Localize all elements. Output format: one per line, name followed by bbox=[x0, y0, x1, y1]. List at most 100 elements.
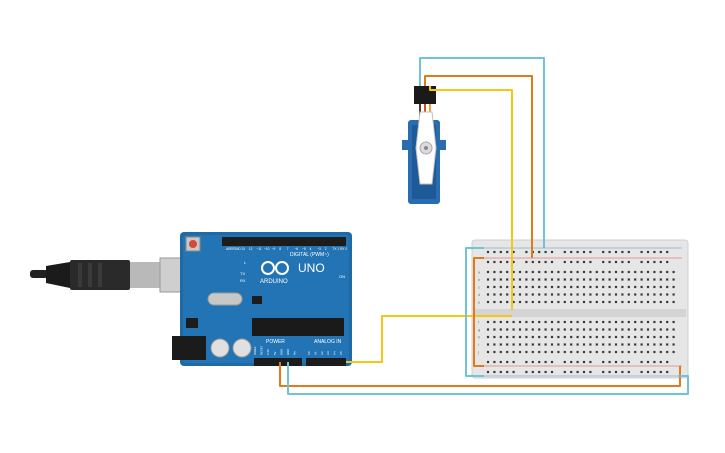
breadboard-hole[interactable] bbox=[518, 270, 522, 274]
breadboard-hole[interactable] bbox=[589, 293, 592, 296]
breadboard-hole[interactable] bbox=[646, 320, 650, 324]
breadboard-hole[interactable] bbox=[544, 370, 547, 374]
breadboard-hole[interactable] bbox=[634, 300, 637, 304]
breadboard-hole[interactable] bbox=[499, 270, 502, 274]
breadboard-hole[interactable] bbox=[582, 328, 586, 331]
breadboard-hole[interactable] bbox=[550, 320, 554, 324]
breadboard-hole[interactable] bbox=[538, 293, 541, 296]
breadboard-hole[interactable] bbox=[506, 285, 509, 289]
breadboard-hole[interactable] bbox=[614, 300, 618, 304]
breadboard-hole[interactable] bbox=[518, 335, 522, 339]
breadboard-hole[interactable] bbox=[499, 328, 502, 331]
breadboard-hole[interactable] bbox=[563, 360, 566, 364]
arduino-uno-board[interactable]: UNO ARDUINO DIGITAL (PWM~) POWER ANALOG … bbox=[172, 232, 352, 366]
breadboard-hole[interactable] bbox=[672, 343, 675, 346]
breadboard-hole[interactable] bbox=[493, 278, 496, 281]
breadboard-hole[interactable] bbox=[506, 360, 509, 364]
breadboard-hole[interactable] bbox=[518, 350, 522, 354]
breadboard-hole[interactable] bbox=[659, 370, 662, 374]
breadboard-hole[interactable] bbox=[499, 350, 502, 354]
breadboard-hole[interactable] bbox=[563, 278, 566, 281]
wire-rail-jumper-power[interactable] bbox=[473, 257, 484, 367]
breadboard-hole[interactable] bbox=[589, 270, 592, 274]
breadboard-hole[interactable] bbox=[544, 260, 547, 264]
breadboard-hole[interactable] bbox=[614, 285, 618, 289]
breadboard-hole[interactable] bbox=[576, 260, 579, 264]
breadboard-hole[interactable] bbox=[640, 250, 643, 254]
breadboard-hole[interactable] bbox=[550, 260, 554, 264]
breadboard-hole[interactable] bbox=[659, 320, 662, 324]
breadboard-hole[interactable] bbox=[538, 300, 541, 304]
breadboard-hole[interactable] bbox=[486, 343, 490, 346]
breadboard-hole[interactable] bbox=[653, 343, 656, 346]
breadboard-hole[interactable] bbox=[621, 370, 624, 374]
breadboard-hole[interactable] bbox=[653, 285, 656, 289]
breadboard-hole[interactable] bbox=[499, 370, 502, 374]
breadboard-hole[interactable] bbox=[512, 320, 515, 324]
breadboard-hole[interactable] bbox=[499, 300, 502, 304]
breadboard-hole[interactable] bbox=[538, 260, 541, 264]
breadboard-hole[interactable] bbox=[512, 350, 515, 354]
breadboard-hole[interactable] bbox=[512, 293, 515, 296]
breadboard-hole[interactable] bbox=[550, 300, 554, 304]
breadboard-hole[interactable] bbox=[525, 320, 528, 324]
breadboard-hole[interactable] bbox=[518, 300, 522, 304]
breadboard-hole[interactable] bbox=[640, 293, 643, 296]
breadboard-hole[interactable] bbox=[512, 328, 515, 331]
breadboard-hole[interactable] bbox=[634, 343, 637, 346]
breadboard-hole[interactable] bbox=[493, 335, 496, 339]
breadboard-hole[interactable] bbox=[563, 350, 566, 354]
breadboard-hole[interactable] bbox=[602, 293, 605, 296]
breadboard-hole[interactable] bbox=[499, 335, 502, 339]
breadboard-hole[interactable] bbox=[525, 260, 528, 264]
breadboard-hole[interactable] bbox=[493, 320, 496, 324]
breadboard-hole[interactable] bbox=[589, 350, 592, 354]
breadboard-hole[interactable] bbox=[602, 335, 605, 339]
breadboard-hole[interactable] bbox=[518, 285, 522, 289]
digital-header[interactable] bbox=[222, 237, 346, 246]
breadboard-hole[interactable] bbox=[531, 278, 534, 281]
breadboard-hole[interactable] bbox=[486, 300, 490, 304]
breadboard-hole[interactable] bbox=[608, 343, 611, 346]
breadboard-hole[interactable] bbox=[576, 285, 579, 289]
breadboard-hole[interactable] bbox=[499, 360, 502, 364]
breadboard-hole[interactable] bbox=[486, 328, 490, 331]
breadboard-hole[interactable] bbox=[634, 278, 637, 281]
breadboard-hole[interactable] bbox=[512, 360, 515, 364]
breadboard-hole[interactable] bbox=[627, 360, 630, 364]
breadboard-hole[interactable] bbox=[640, 350, 643, 354]
breadboard-hole[interactable] bbox=[602, 370, 605, 374]
breadboard-hole[interactable] bbox=[608, 360, 611, 364]
breadboard-hole[interactable] bbox=[589, 278, 592, 281]
breadboard-hole[interactable] bbox=[576, 300, 579, 304]
breadboard-hole[interactable] bbox=[589, 335, 592, 339]
breadboard-hole[interactable] bbox=[506, 250, 509, 254]
breadboard-hole[interactable] bbox=[550, 270, 554, 274]
power-jack[interactable] bbox=[172, 336, 206, 360]
breadboard-hole[interactable] bbox=[672, 285, 675, 289]
breadboard-hole[interactable] bbox=[602, 250, 605, 254]
breadboard-hole[interactable] bbox=[621, 260, 624, 264]
breadboard-hole[interactable] bbox=[621, 350, 624, 354]
breadboard-hole[interactable] bbox=[666, 285, 669, 289]
breadboard-hole[interactable] bbox=[608, 285, 611, 289]
breadboard-hole[interactable] bbox=[672, 270, 675, 274]
breadboard-hole[interactable] bbox=[595, 343, 598, 346]
breadboard-hole[interactable] bbox=[563, 343, 566, 346]
breadboard-hole[interactable] bbox=[576, 335, 579, 339]
breadboard-hole[interactable] bbox=[614, 260, 618, 264]
breadboard-hole[interactable] bbox=[544, 328, 547, 331]
breadboard-hole[interactable] bbox=[659, 293, 662, 296]
breadboard-hole[interactable] bbox=[672, 300, 675, 304]
breadboard-hole[interactable] bbox=[582, 300, 586, 304]
breadboard-hole[interactable] bbox=[666, 250, 669, 254]
breadboard-hole[interactable] bbox=[570, 320, 573, 324]
breadboard-hole[interactable] bbox=[634, 350, 637, 354]
breadboard-hole[interactable] bbox=[557, 343, 560, 346]
breadboard-hole[interactable] bbox=[666, 350, 669, 354]
breadboard-hole[interactable] bbox=[627, 278, 630, 281]
breadboard-hole[interactable] bbox=[666, 335, 669, 339]
breadboard-hole[interactable] bbox=[646, 260, 650, 264]
